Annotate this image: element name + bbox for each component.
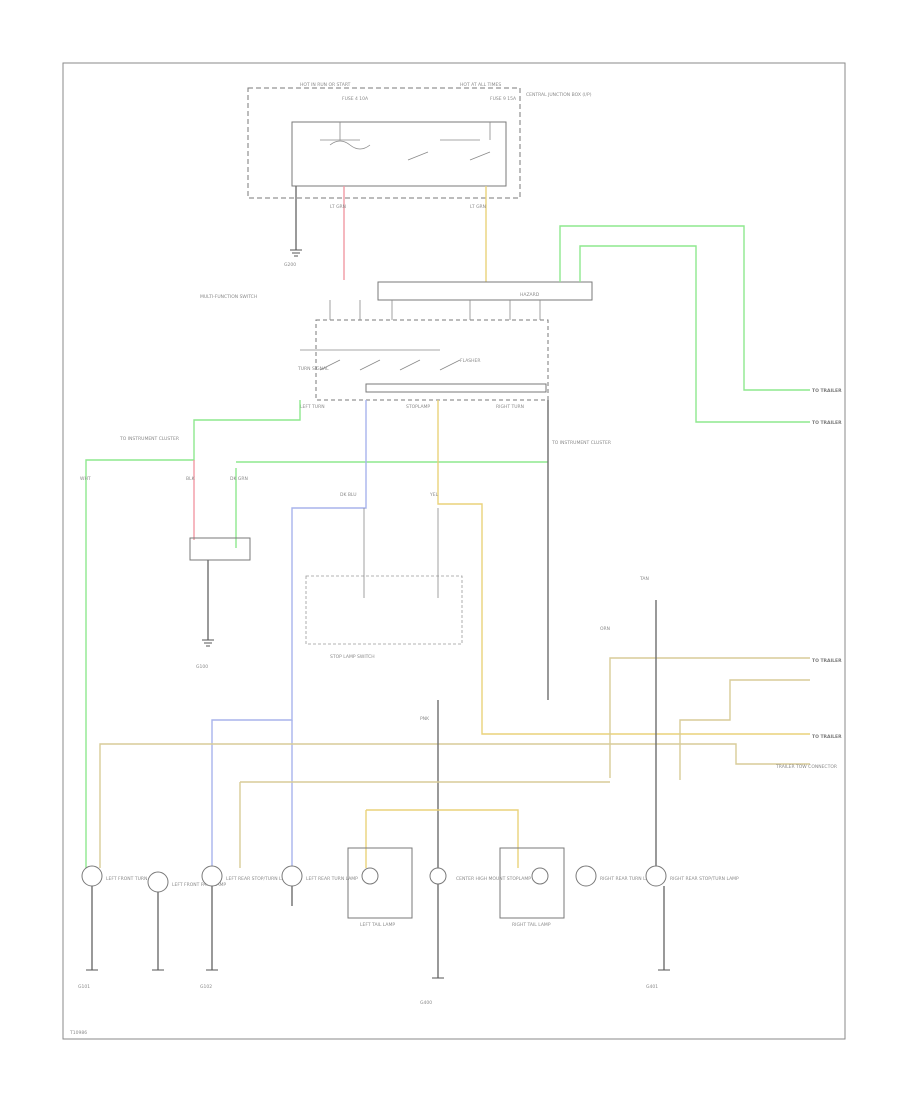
tag-1: LT GRN <box>330 204 346 210</box>
to-trailer-4-label: TO TRAILER <box>812 658 842 664</box>
wire-yellow-long <box>437 400 810 735</box>
fuse-right-label: FUSE 9 15A <box>490 96 517 102</box>
instrument-cluster-connector: TO INSTRUMENT CLUSTER TO INSTRUMENT CLUS… <box>119 436 611 670</box>
lamp-center-high-mount: CENTER HIGH MOUNT STOPLAMP <box>429 867 531 885</box>
trailer-tow-connector-label: TRAILER TOW CONNECTOR <box>775 764 837 770</box>
wire-tan-3 <box>99 743 810 868</box>
to-trailer-3-label: TO TRAILER <box>812 734 842 740</box>
central-junction-box: HOT IN RUN OR START HOT AT ALL TIMES CEN… <box>247 82 592 199</box>
wire-blue <box>211 400 367 868</box>
tag-8: PNK <box>420 716 430 722</box>
hazard-label: HAZARD <box>520 292 540 298</box>
hot-at-all-times-label: HOT AT ALL TIMES <box>460 82 501 88</box>
left-rear-stop-label: LEFT REAR STOP/TURN LAMP <box>226 876 292 882</box>
ground-g102-label: G102 <box>200 984 212 990</box>
multifunction-switch-label: MULTI-FUNCTION SWITCH <box>200 294 257 300</box>
left-front-park-label: LEFT FRONT PARK LAMP <box>172 882 226 888</box>
page-id: T10986 <box>69 1030 87 1036</box>
tag-3: DK BLU <box>340 492 357 498</box>
central-junction-label: CENTRAL JUNCTION BOX (I/P) <box>526 92 592 98</box>
to-instrument-cluster-2-label: TO INSTRUMENT CLUSTER <box>551 440 611 446</box>
flasher-label: FLASHER <box>460 358 481 364</box>
tag-9: ORN <box>600 626 610 632</box>
right-rear-turn-label: RIGHT REAR TURN LAMP <box>600 876 656 882</box>
multifunction-switch: MULTI-FUNCTION SWITCH HAZARD TURN SIGNAL… <box>200 281 593 410</box>
stoplamp-label: STOPLAMP <box>406 404 430 410</box>
left-turn-label: LEFT TURN <box>300 404 325 410</box>
right-tail-label: RIGHT TAIL LAMP <box>512 922 551 928</box>
wire-green-trailer-1 <box>559 225 810 391</box>
right-rear-stop-label: RIGHT REAR STOP/TURN LAMP <box>670 876 739 882</box>
ground-g100-label: G100 <box>196 664 208 670</box>
center-high-mount-label: CENTER HIGH MOUNT STOPLAMP <box>456 876 531 882</box>
lamp-left-front-turn: LEFT FRONT TURN LAMP <box>81 865 161 887</box>
to-trailer-1-label: TO TRAILER <box>812 388 842 394</box>
tag-6: BLK <box>186 476 196 482</box>
lamp-left-rear-turn: LEFT REAR TURN LAMP <box>281 865 358 887</box>
ground-g401-label: G401 <box>646 984 658 990</box>
lamp-right-rear-turn: RIGHT REAR TURN LAMP <box>575 865 656 887</box>
stop-lamp-switch-label: STOP LAMP SWITCH <box>330 654 375 660</box>
tag-4: YEL <box>429 492 439 498</box>
hot-run-start-label: HOT IN RUN OR START <box>300 82 351 88</box>
ground-g101-label: G101 <box>78 984 90 990</box>
bottom-grounds: G101 G102 G400 G401 <box>78 884 670 1006</box>
ground-g200-label: G200 <box>284 262 296 268</box>
lamp-right-tail: RIGHT TAIL LAMP <box>499 847 565 928</box>
wire-green-left <box>85 400 301 868</box>
wire-green-trailer-2 <box>579 245 810 423</box>
to-instrument-cluster-1-label: TO INSTRUMENT CLUSTER <box>119 436 179 442</box>
left-front-turn-label: LEFT FRONT TURN LAMP <box>106 876 161 882</box>
left-rear-turn-label: LEFT REAR TURN LAMP <box>306 876 358 882</box>
wire-tags: LT GRN LT GRN DK BLU YEL WHT BLK DK GRN … <box>80 204 649 722</box>
fuse-left-label: FUSE 4 10A <box>342 96 369 102</box>
turn-signal-label: TURN SIGNAL <box>297 366 329 372</box>
tag-7: DK GRN <box>230 476 248 482</box>
ground-g200: G200 <box>284 186 302 268</box>
diagram-border <box>62 62 846 1040</box>
tag-10: TAN <box>639 576 649 582</box>
wire-tan-2 <box>679 679 810 780</box>
tag-5: WHT <box>80 476 91 482</box>
wire-tan-center <box>239 781 610 868</box>
lamp-right-rear-stop: RIGHT REAR STOP/TURN LAMP <box>645 865 739 887</box>
stop-lamp-switch: STOP LAMP SWITCH <box>305 508 463 660</box>
wire-tan-1 <box>609 657 810 778</box>
left-tail-label: LEFT TAIL LAMP <box>360 922 395 928</box>
ground-g400-label: G400 <box>420 1000 432 1006</box>
tag-2: LT GRN <box>470 204 486 210</box>
right-turn-label: RIGHT TURN <box>496 404 524 410</box>
lamp-left-tail: LEFT TAIL LAMP <box>347 847 413 928</box>
to-trailer-2-label: TO TRAILER <box>812 420 842 426</box>
lamp-left-rear-stop: LEFT REAR STOP/TURN LAMP <box>201 865 292 887</box>
wire-orange-center <box>365 809 519 868</box>
